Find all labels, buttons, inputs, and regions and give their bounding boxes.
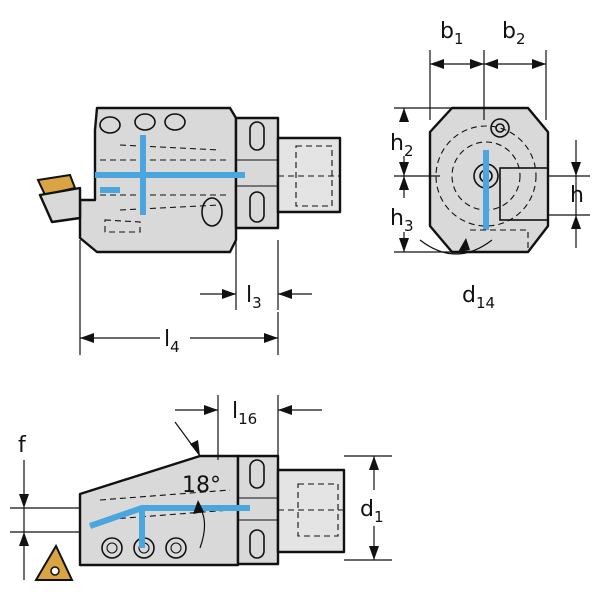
dimension-label-h: h [570,183,584,208]
side-view: l3 l4 [36,106,342,356]
angle-label: 18° [182,473,221,498]
dimension-label-d1: d1 [360,497,384,526]
screw-icon [164,113,186,131]
dimension-label-d14: d14 [462,283,495,312]
flange-slot-lower [249,191,265,223]
flange-slot-upper [249,121,265,151]
dimension-label-f: f [18,433,27,458]
end-view: b1 b2 h2 h3 h d14 [388,19,590,312]
cutting-insert [34,543,74,581]
dimension-label-h2: h2 [390,131,414,160]
dimension-label-h3: h3 [390,206,414,235]
top-view-shank [276,468,346,554]
screw-icon [490,118,510,138]
dimension-label-l3: l3 [246,283,262,312]
end-view-hidden-circle [435,125,537,227]
dimension-label-l4: l4 [164,327,180,356]
side-view-body [78,106,238,254]
screw-icon [134,113,156,131]
screw-icon [101,537,123,559]
screw-icon [99,116,121,134]
dimension-label-b1: b1 [440,19,464,48]
insert-seat [38,186,82,224]
dimension-label-b2: b2 [502,19,526,48]
dimension-label-l16: l16 [232,399,257,428]
screw-icon [165,537,187,559]
top-view: 18° l16 f d1 [10,395,392,581]
end-view-seat [499,167,549,221]
side-view-shank [276,136,342,214]
